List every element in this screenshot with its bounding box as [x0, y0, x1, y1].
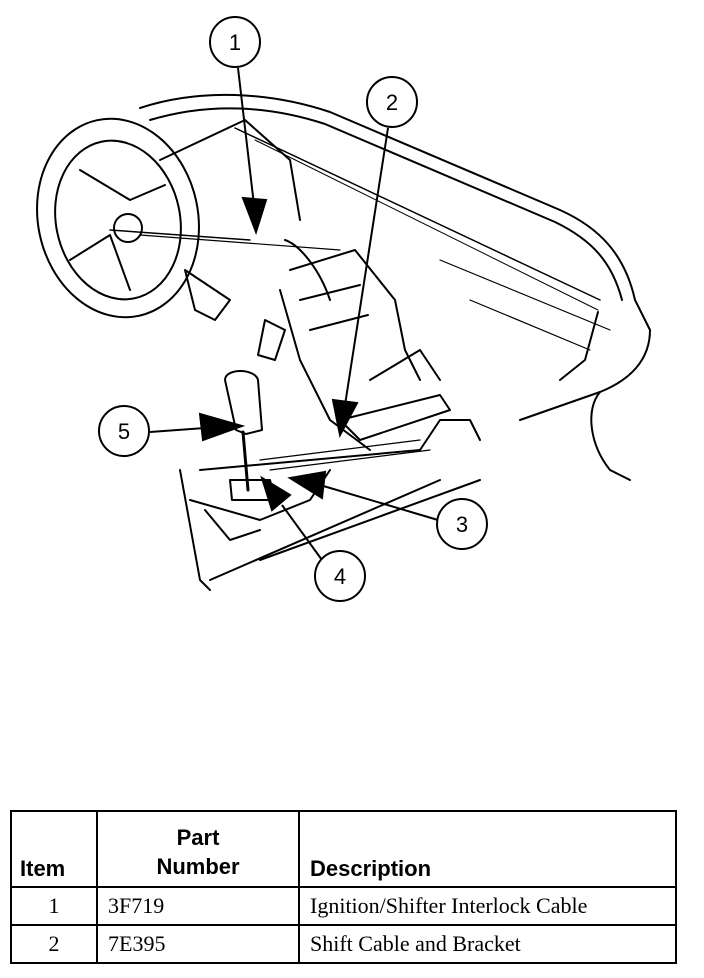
parts-table: Item Part Number Description 1 3F719 Ign… — [10, 810, 677, 964]
row-item: 1 — [10, 886, 98, 926]
callout-3-label: 3 — [456, 512, 468, 537]
row-part-number: 3F719 — [96, 886, 300, 926]
header-part-line2: Number — [156, 854, 240, 880]
callout-3: 3 — [436, 498, 488, 550]
dashboard-shifter-illustration: 1 2 3 4 5 — [36, 16, 651, 602]
arrow-2 — [331, 398, 359, 438]
dashboard-linework — [36, 93, 651, 591]
arrow-3 — [287, 470, 327, 500]
table-row: 2 7E395 Shift Cable and Bracket — [10, 924, 677, 964]
callout-1: 1 — [209, 16, 261, 68]
row-part-number: 7E395 — [96, 924, 300, 964]
arrow-4 — [260, 475, 292, 512]
header-description: Description — [298, 810, 677, 888]
callout-2-label: 2 — [386, 90, 398, 115]
callout-5-label: 5 — [118, 419, 130, 444]
callout-1-label: 1 — [229, 30, 241, 55]
table-row: 1 3F719 Ignition/Shifter Interlock Cable — [10, 886, 677, 926]
arrow-1 — [241, 196, 268, 236]
header-part-line1: Part — [176, 824, 220, 850]
header-item: Item — [10, 810, 98, 888]
row-description: Ignition/Shifter Interlock Cable — [298, 886, 677, 926]
callout-4: 4 — [314, 550, 366, 602]
callout-2: 2 — [366, 76, 418, 128]
arrow-5 — [198, 412, 246, 442]
row-description: Shift Cable and Bracket — [298, 924, 677, 964]
callout-5: 5 — [98, 405, 150, 457]
row-item: 2 — [10, 924, 98, 964]
header-part-number: Part Number — [96, 810, 300, 888]
leader-lines — [149, 67, 439, 561]
callout-4-label: 4 — [334, 564, 346, 589]
parts-table-header: Item Part Number Description — [10, 810, 677, 888]
